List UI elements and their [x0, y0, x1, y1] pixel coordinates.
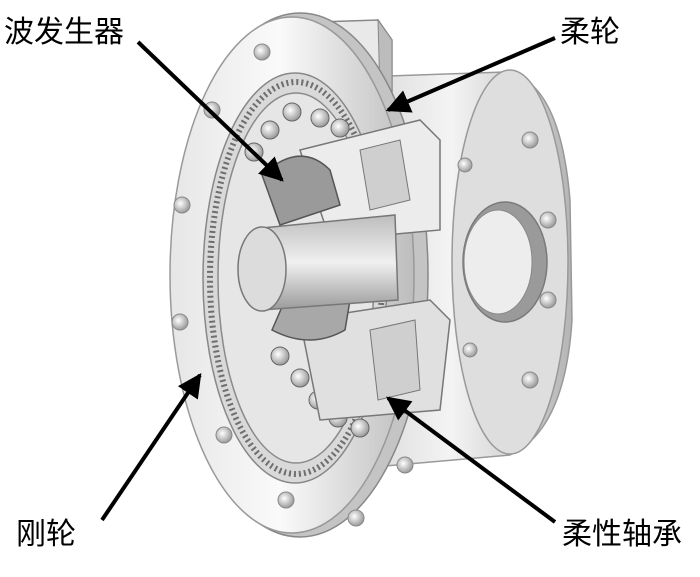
leader-arrows [100, 36, 557, 524]
arrow-circular-spline [100, 373, 202, 522]
arrow-wave-generator [136, 40, 284, 182]
input-shaft [237, 214, 399, 312]
flange-bolt-holes [171, 43, 414, 527]
rear-bolt-holes [457, 131, 557, 389]
arrow-flexible-bearing [386, 396, 557, 524]
label-wave-generator: 波发生器 [4, 15, 124, 50]
label-flexspline: 柔轮 [560, 15, 620, 50]
label-circular-spline: 刚轮 [16, 517, 76, 552]
label-flexible-bearing: 柔性轴承 [562, 517, 682, 552]
arrow-flexspline [385, 36, 556, 113]
